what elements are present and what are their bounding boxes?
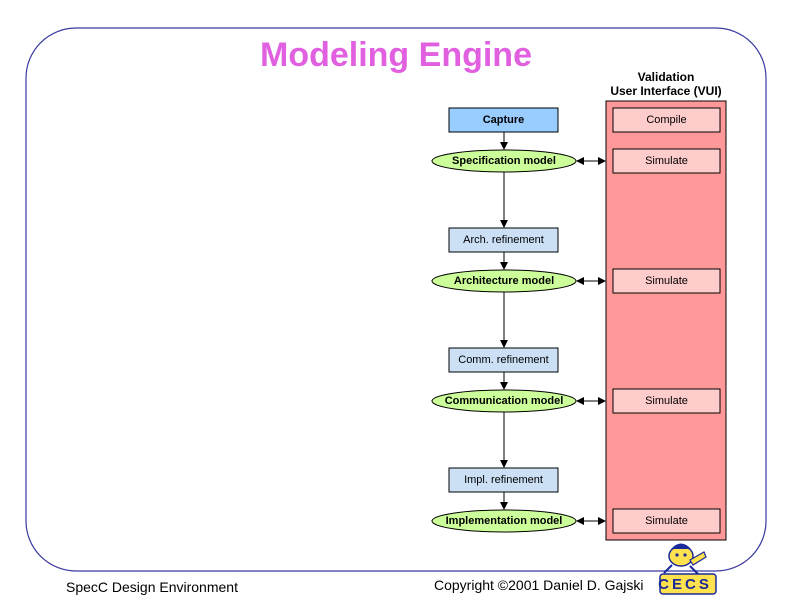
simulate-button-box-4: [612, 508, 721, 534]
cecs-logo-icon: [659, 543, 717, 595]
impl-model-label: Implementation model: [445, 515, 563, 527]
comm-model-label: Communication model: [444, 395, 564, 407]
comm-refinement-label: Comm. refinement: [458, 354, 549, 366]
compile-button-box: [612, 107, 721, 133]
simulate-button-4: Simulate: [645, 515, 688, 527]
impl-refinement-label: Impl. refinement: [464, 474, 543, 486]
arch-refinement-box: [448, 227, 559, 253]
simulate-button-box-2: [612, 268, 721, 294]
arch-model-label: Architecture model: [453, 275, 555, 287]
compile-button: Compile: [646, 114, 687, 126]
cecs-logo-text: CECS: [658, 576, 712, 593]
vui-panel: [605, 100, 727, 541]
simulate-button-box-3: [612, 388, 721, 414]
vui-title: Validation User Interface (VUI): [586, 70, 746, 98]
footer-left-text: SpecC Design Environment: [66, 579, 238, 595]
capture-box: [448, 107, 559, 133]
slide-title: Modeling Engine: [260, 36, 532, 74]
simulate-button-3: Simulate: [645, 395, 688, 407]
slide-frame: [25, 27, 767, 572]
comm-refinement-box: [448, 347, 559, 373]
vui-title-line1: Validation: [637, 70, 695, 84]
simulate-button-2: Simulate: [645, 275, 688, 287]
simulate-button-box-1: [612, 148, 721, 174]
vui-title-line2: User Interface (VUI): [610, 84, 722, 98]
capture-label: Capture: [482, 114, 525, 126]
arch-refinement-label: Arch. refinement: [463, 234, 544, 246]
simulate-button-1: Simulate: [645, 155, 688, 167]
footer-copyright: Copyright ©2001 Daniel D. Gajski: [434, 577, 644, 593]
spec-model-label: Specification model: [452, 155, 556, 167]
